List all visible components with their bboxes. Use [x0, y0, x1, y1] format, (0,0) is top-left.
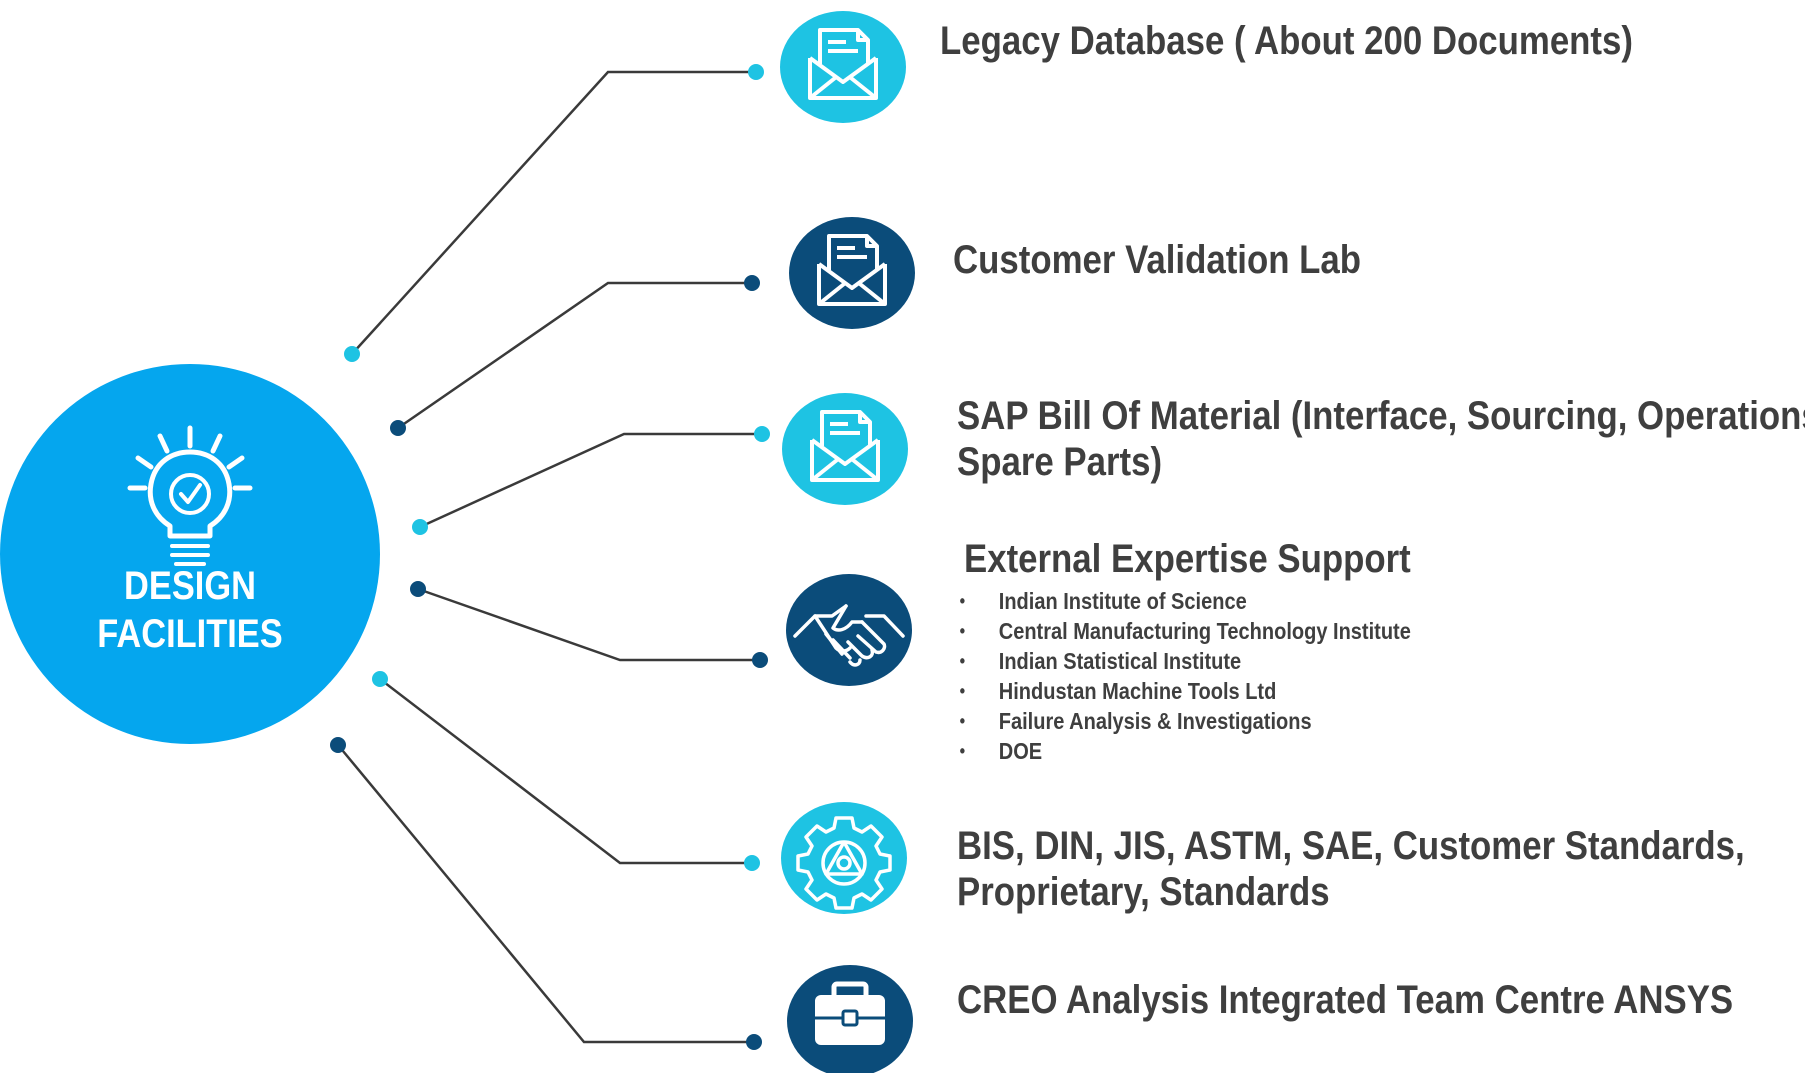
- envelope-document-icon: [808, 28, 878, 100]
- item-2-title: Customer Validation Lab: [953, 238, 1362, 282]
- expertise-bullet: Indian Institute of Science: [957, 586, 1411, 616]
- item-3-title-line1: SAP Bill Of Material (Interface, Sourcin…: [957, 394, 1805, 438]
- gear-icon: [796, 816, 892, 910]
- item-5-title-line1: BIS, DIN, JIS, ASTM, SAE, Customer Stand…: [957, 824, 1745, 868]
- item-3-title-line2: Spare Parts): [957, 440, 1163, 484]
- connector-dot-4-end: [752, 652, 768, 668]
- hub-label: DESIGN FACILITIES: [95, 562, 284, 658]
- connector-line-2: [397, 281, 752, 430]
- item-6-title: CREO Analysis Integrated Team Centre ANS…: [957, 978, 1734, 1022]
- node-1: [780, 11, 906, 123]
- expertise-bullet: Indian Statistical Institute: [957, 646, 1411, 676]
- expertise-bullet: Hindustan Machine Tools Ltd: [957, 676, 1411, 706]
- connector-line-6: [337, 744, 754, 1044]
- lightbulb-check-icon: [127, 425, 253, 566]
- briefcase-icon: [815, 981, 885, 1045]
- connector-line-4: [417, 587, 760, 662]
- connector-dot-2-start: [390, 420, 406, 436]
- expertise-bullet: Central Manufacturing Technology Institu…: [957, 616, 1411, 646]
- node-3: [782, 393, 908, 505]
- hub-title-line2: FACILITIES: [97, 612, 283, 656]
- envelope-document-icon: [810, 410, 880, 482]
- connector-dot-5-end: [744, 855, 760, 871]
- connector-dot-3-start: [412, 519, 428, 535]
- item-5-title-line2: Proprietary, Standards: [957, 870, 1330, 914]
- connector-line-1: [351, 70, 756, 355]
- handshake-icon: [793, 604, 905, 667]
- envelope-document-icon: [817, 234, 887, 306]
- connector-dot-4-start: [410, 581, 426, 597]
- item-1-title: Legacy Database ( About 200 Documents): [940, 19, 1633, 63]
- node-5: [781, 802, 907, 914]
- hub-title-line1: DESIGN: [124, 564, 256, 608]
- connector-dot-1-start: [344, 346, 360, 362]
- expertise-bullet-list: Indian Institute of Science Central Manu…: [957, 586, 1411, 766]
- node-2: [789, 217, 915, 329]
- connector-dot-6-start: [330, 737, 346, 753]
- connector-dot-6-end: [746, 1034, 762, 1050]
- connector-line-5: [379, 678, 752, 865]
- connector-line-3: [419, 432, 762, 529]
- item-4-title: External Expertise Support: [964, 537, 1411, 581]
- connector-dot-1-end: [748, 64, 764, 80]
- node-4: [786, 574, 912, 686]
- expertise-bullet: Failure Analysis & Investigations: [957, 706, 1411, 736]
- expertise-bullet: DOE: [957, 736, 1411, 766]
- connector-dot-5-start: [372, 671, 388, 687]
- connector-dot-3-end: [754, 426, 770, 442]
- node-6: [787, 965, 913, 1073]
- connector-dot-2-end: [744, 275, 760, 291]
